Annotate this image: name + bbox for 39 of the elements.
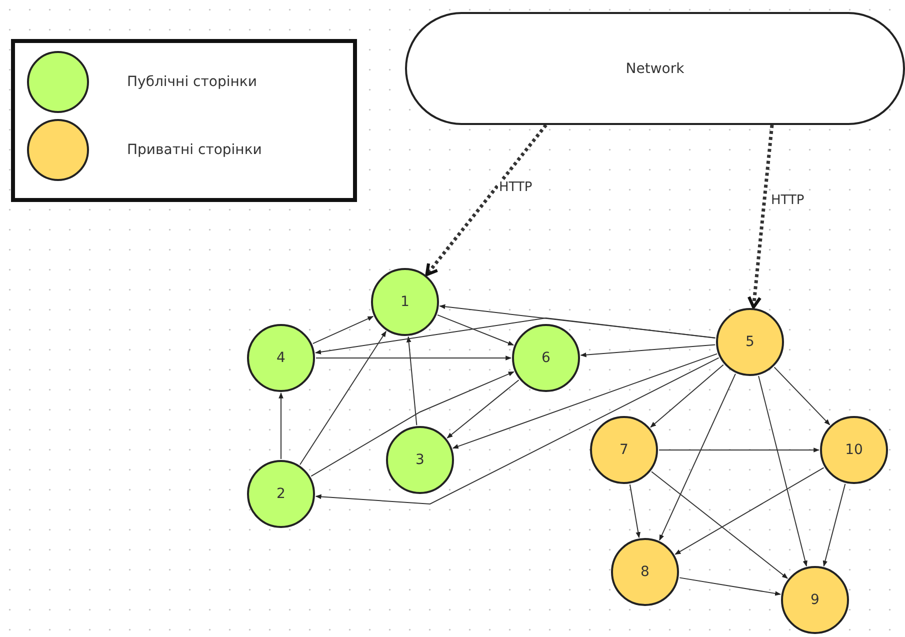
arrow [278, 392, 284, 460]
dotted-arrow [747, 124, 774, 309]
arrow [774, 366, 830, 426]
node-label: 7 [620, 442, 628, 458]
arrow [580, 344, 716, 358]
node-label: 6 [542, 350, 550, 366]
arrow [446, 380, 520, 438]
arrow [822, 483, 846, 567]
arrow [758, 375, 808, 567]
arrow [406, 336, 418, 426]
arrow [629, 484, 640, 538]
node-label: 2 [276, 486, 286, 502]
arrow [650, 364, 724, 428]
node-label: 9 [810, 592, 820, 608]
arrow [659, 373, 736, 541]
dotted-arrow [425, 124, 548, 276]
node-label: 1 [400, 294, 410, 310]
arrow [300, 330, 386, 466]
arrow [315, 318, 716, 354]
arrow [679, 577, 782, 596]
arrow [674, 467, 824, 555]
arrow [658, 448, 820, 452]
arrow [312, 316, 374, 344]
legend-label: Публічні сторінки [127, 74, 257, 90]
legend-label: Приватні сторінки [127, 142, 262, 158]
node-label: 10 [845, 442, 863, 458]
arrow [316, 356, 512, 360]
arrow [651, 471, 788, 579]
arrow [437, 314, 514, 346]
network-pill [405, 12, 905, 125]
node-label: 4 [276, 350, 286, 366]
arrow [310, 371, 514, 477]
arrow [315, 357, 720, 504]
node-label: 3 [416, 452, 424, 468]
node-label: 8 [640, 564, 650, 580]
arrow [439, 304, 716, 338]
arrow [452, 353, 718, 449]
node-label: Network [626, 60, 684, 76]
node-label: 5 [746, 334, 754, 350]
